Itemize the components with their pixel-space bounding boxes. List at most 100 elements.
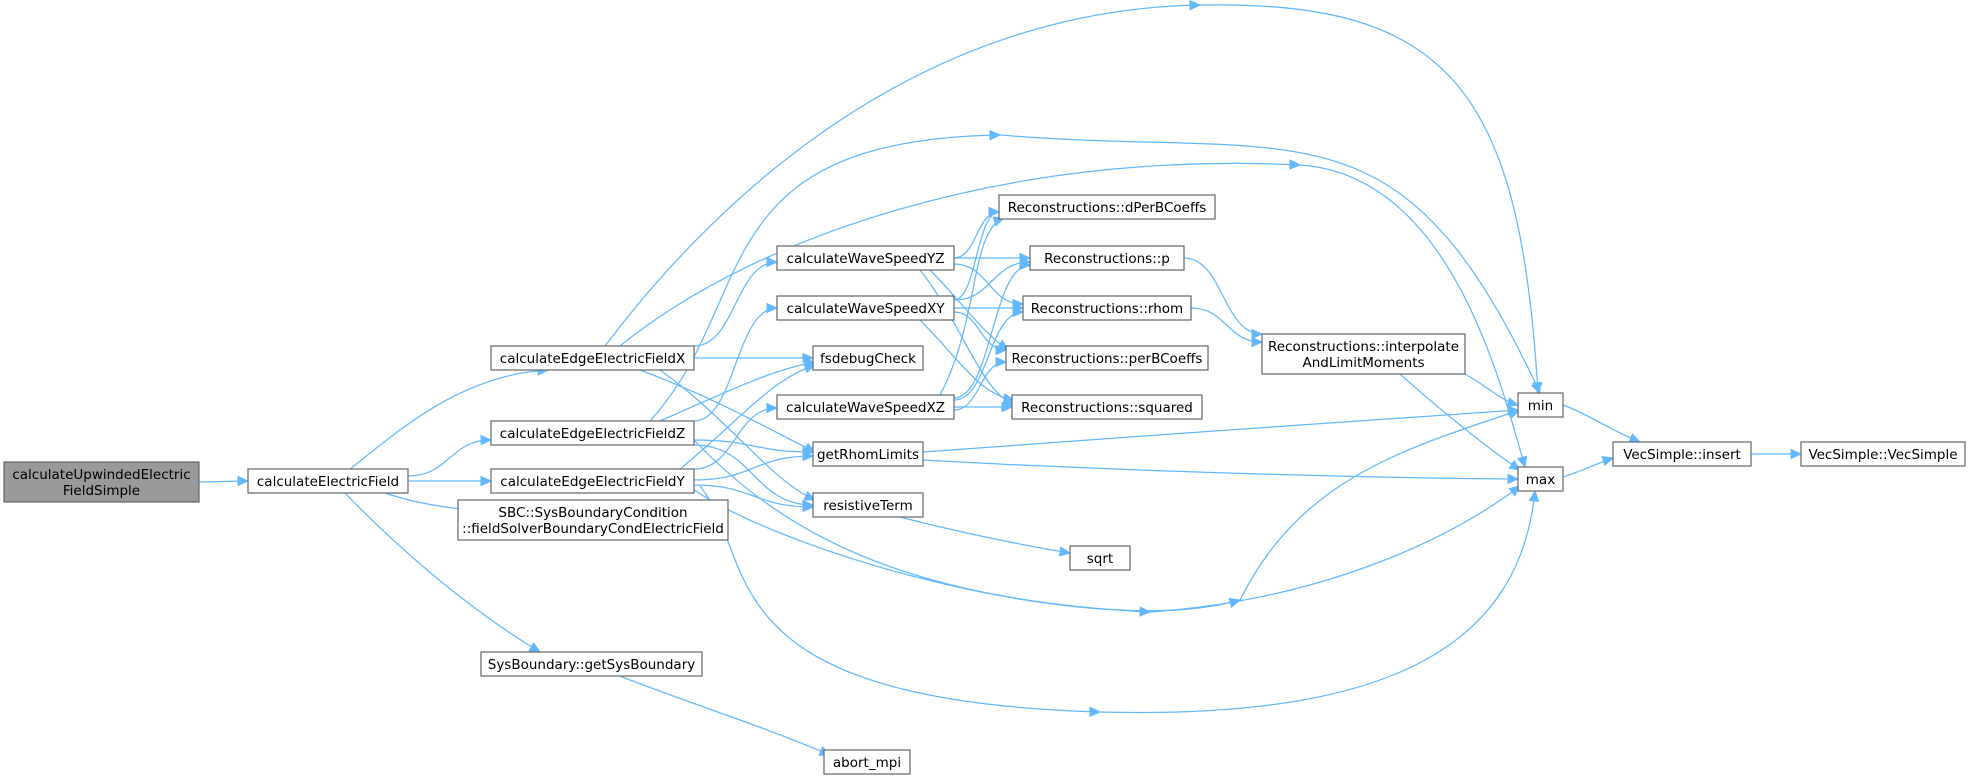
edge-edgeX-to-min-arrowhead (1189, 0, 1202, 11)
edge-rhomLim-to-max (922, 459, 1519, 480)
node-edgeY-label: calculateEdgeElectricFieldY (500, 474, 685, 490)
node-calcEF[interactable]: calculateElectricField (247, 468, 409, 494)
node-getSys[interactable]: SysBoundary::getSysBoundary (480, 651, 703, 677)
node-perB-label: Reconstructions::perBCoeffs (1012, 351, 1203, 367)
node-resist[interactable]: resistiveTerm (812, 492, 924, 518)
edge-edgeX-to-max-2-arrowhead (1517, 455, 1528, 469)
node-min[interactable]: min (1517, 392, 1564, 418)
node-edgeX-label: calculateEdgeElectricFieldX (500, 351, 685, 367)
node-edgeX[interactable]: calculateEdgeElectricFieldX (490, 345, 695, 371)
edge-edgeY-to-rhomLim-arrowhead (802, 450, 815, 462)
edge-edgeZ-to-fsdebug (659, 361, 816, 422)
node-wsXZ-label: calculateWaveSpeedXZ (786, 400, 945, 416)
node-rp-box (1029, 245, 1185, 271)
edge-edgeZ-to-min-arrowhead (989, 129, 1002, 141)
edge-rhomLim-to-max-arrowhead (1507, 473, 1520, 485)
edge-edgeZ-to-min-2 (999, 134, 1541, 394)
edge-wsXZ-to-squared-arrowhead (1001, 401, 1014, 413)
node-edgeZ-box (490, 420, 695, 446)
edge-calcEF-to-getSys (344, 492, 541, 653)
edge-edgeY-to-wsXZ (693, 407, 778, 470)
node-interp-label: Reconstructions::interpolate (1268, 339, 1459, 355)
node-rhomLim-label: getRhomLimits (817, 447, 919, 463)
edge-root-to-calcEF-arrowhead (237, 475, 250, 487)
edge-wsXZ-to-rrhom-arrowhead (1012, 306, 1025, 318)
node-squared[interactable]: Reconstructions::squared (1011, 394, 1203, 420)
edge-resist-to-sqrt-arrowhead (1058, 546, 1072, 557)
node-max-box (1517, 466, 1564, 492)
edge-edgeY-to-rhomLim (693, 455, 814, 481)
edge-rhomLim-to-min-arrowhead (1507, 405, 1520, 416)
node-perB[interactable]: Reconstructions::perBCoeffs (1005, 345, 1209, 371)
edge-wsXZ-to-rp (953, 264, 1031, 399)
node-rrhom-label: Reconstructions::rhom (1031, 301, 1183, 317)
node-abort[interactable]: abort_mpi (823, 749, 911, 775)
edge-edgeX-to-min (604, 4, 1201, 347)
edge-edgeY-to-max-2-arrowhead (1528, 489, 1540, 502)
edge-rrhom-to-interp (1190, 307, 1263, 343)
node-rhomLim-box (812, 441, 924, 467)
edge-edgeX-to-wsYZ (693, 261, 778, 347)
node-vecInsert[interactable]: VecSimple::insert (1612, 441, 1752, 467)
node-rp[interactable]: Reconstructions::p (1029, 245, 1185, 271)
edge-edgeZ-to-min-2-arrowhead (1530, 381, 1541, 395)
node-interp[interactable]: Reconstructions::interpolateAndLimitMome… (1261, 333, 1466, 375)
edge-wsXZ-to-dPerB (939, 217, 1005, 396)
node-vecInsert-label: VecSimple::insert (1623, 447, 1741, 463)
edge-interp-to-max (1399, 373, 1521, 471)
edge-min-to-vecInsert-arrowhead (1628, 433, 1642, 443)
edge-edgeY-to-resist-arrowhead (802, 501, 815, 513)
edge-wsXZ-to-rrhom (953, 311, 1024, 401)
node-wsYZ[interactable]: calculateWaveSpeedYZ (776, 245, 955, 271)
node-root-box (3, 461, 200, 503)
edge-wsXY-to-squared-arrowhead (1002, 393, 1016, 404)
node-dPerB[interactable]: Reconstructions::dPerBCoeffs (998, 194, 1216, 220)
node-vecSimple[interactable]: VecSimple::VecSimple (1800, 441, 1966, 467)
node-interp-label: AndLimitMoments (1302, 355, 1424, 371)
node-calcEF-label: calculateElectricField (257, 474, 399, 490)
node-sbc-box (457, 499, 729, 541)
node-sbc-label: ::fieldSolverBoundaryCondElectricField (462, 521, 724, 537)
edge-edgeZ-to-max-arrowhead (1139, 606, 1152, 617)
node-max[interactable]: max (1517, 466, 1564, 492)
edge-vecInsert-to-vecSimple-arrowhead (1790, 448, 1803, 460)
edge-edgeY-to-max-2 (1099, 490, 1536, 714)
node-vecSimple-box (1800, 441, 1966, 467)
node-max-label: max (1526, 472, 1555, 488)
node-sqrt[interactable]: sqrt (1069, 545, 1131, 571)
edge-wsXZ-to-perB-arrowhead (995, 356, 1008, 368)
node-rrhom[interactable]: Reconstructions::rhom (1022, 295, 1192, 321)
edge-calcEF-to-edgeX (349, 369, 549, 470)
node-getSys-box (480, 651, 703, 677)
node-sbc[interactable]: SBC::SysBoundaryCondition::fieldSolverBo… (457, 499, 729, 541)
node-edgeY-box (490, 468, 695, 494)
node-edgeZ-label: calculateEdgeElectricFieldZ (500, 426, 685, 442)
edge-edgeY-to-max (699, 485, 1101, 713)
node-wsXY[interactable]: calculateWaveSpeedXY (776, 295, 955, 321)
node-wsXY-box (776, 295, 955, 321)
edge-edgeX-to-max-2 (1299, 164, 1526, 468)
node-edgeY[interactable]: calculateEdgeElectricFieldY (490, 468, 695, 494)
node-wsYZ-box (776, 245, 955, 271)
edge-edgeY-to-resist (693, 484, 814, 508)
edge-edgeZ-to-max-2 (1149, 485, 1521, 613)
edge-wsXY-to-squared (919, 319, 1015, 401)
edge-wsXY-to-perB (953, 311, 1007, 351)
edge-rp-to-interp-arrowhead (1251, 328, 1264, 340)
node-resist-box (812, 492, 924, 518)
node-calcEF-box (247, 468, 409, 494)
node-wsXZ[interactable]: calculateWaveSpeedXZ (776, 394, 955, 420)
edge-edgeZ-to-wsXY (693, 307, 778, 422)
edge-edgeX-to-max (619, 162, 1301, 347)
node-getSys-label: SysBoundary::getSysBoundary (488, 657, 696, 673)
node-edgeZ[interactable]: calculateEdgeElectricFieldZ (490, 420, 695, 446)
edge-edgeX-to-resist-arrowhead (803, 490, 817, 501)
edge-wsYZ-to-dPerB (953, 211, 1000, 259)
node-rhomLim[interactable]: getRhomLimits (812, 441, 924, 467)
edge-rhomLim-to-min (922, 409, 1519, 453)
edge-calcEF-to-getSys-arrowhead (528, 642, 542, 653)
node-fsdebug[interactable]: fsdebugCheck (812, 345, 924, 371)
node-rp-label: Reconstructions::p (1044, 251, 1170, 267)
